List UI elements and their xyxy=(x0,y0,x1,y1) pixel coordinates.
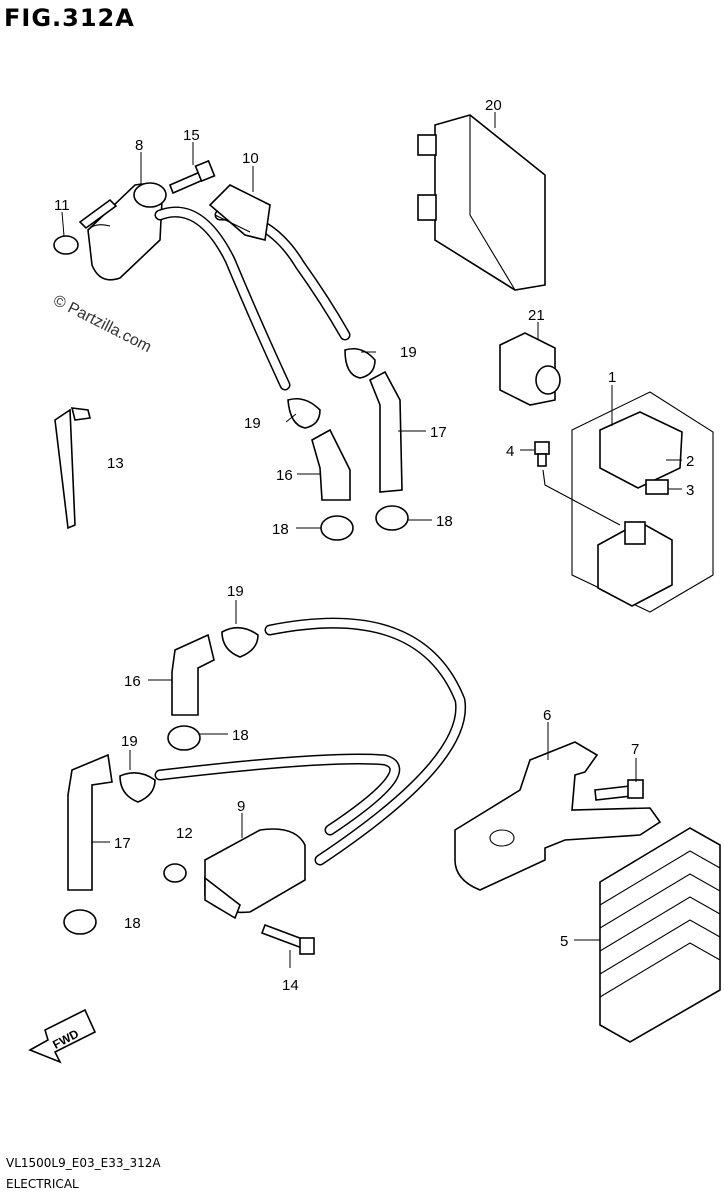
callout-19d: 19 xyxy=(121,733,138,750)
callout-17a: 17 xyxy=(430,424,447,441)
coil-wires-lower xyxy=(154,617,467,866)
callout-4: 4 xyxy=(506,443,514,460)
callout-15: 15 xyxy=(183,127,200,144)
callout-5: 5 xyxy=(560,933,568,950)
cable-tie-13[interactable] xyxy=(54,407,91,530)
plug-cap-17a[interactable] xyxy=(368,370,403,493)
plug-cap-16b[interactable] xyxy=(171,633,215,716)
plug-cap-17b[interactable] xyxy=(67,753,113,891)
regulator-5[interactable] xyxy=(599,827,721,1043)
relay-body[interactable] xyxy=(597,521,673,607)
bolt-7[interactable] xyxy=(594,779,644,801)
callout-8: 8 xyxy=(135,137,143,154)
leader-lines xyxy=(61,112,682,968)
bracket-6[interactable] xyxy=(454,741,662,891)
ring-19b[interactable] xyxy=(344,347,376,379)
seal-18c[interactable] xyxy=(167,725,201,751)
callout-16b: 16 xyxy=(124,673,141,690)
coil-wires-upper xyxy=(154,206,351,391)
screw-4[interactable] xyxy=(534,441,621,526)
footer-section: ELECTRICAL xyxy=(6,1177,79,1191)
ring-19c[interactable] xyxy=(221,626,259,658)
ring-19d[interactable] xyxy=(119,772,156,803)
callout-11: 11 xyxy=(54,197,70,214)
callout-21: 21 xyxy=(528,307,545,324)
callout-18b: 18 xyxy=(436,513,453,530)
callout-18a: 18 xyxy=(272,521,289,538)
ecm-unit-20[interactable] xyxy=(417,114,546,291)
callout-18d: 18 xyxy=(124,915,141,932)
callout-7: 7 xyxy=(631,741,639,758)
seal-18b[interactable] xyxy=(375,505,409,531)
coil-10[interactable] xyxy=(208,184,271,241)
callout-12: 12 xyxy=(176,825,193,842)
cap-12[interactable] xyxy=(163,863,187,883)
ignition-coil-upper[interactable] xyxy=(78,182,167,281)
bolt-14[interactable] xyxy=(260,923,315,955)
callout-9: 9 xyxy=(237,798,245,815)
figure-title: FIG.312A xyxy=(4,4,135,32)
footer-code: VL1500L9_E03_E33_312A xyxy=(6,1156,161,1170)
callout-20: 20 xyxy=(485,97,502,114)
callout-19a: 19 xyxy=(244,415,261,432)
callout-14: 14 xyxy=(282,977,299,994)
callout-labels: 1 2 3 4 5 6 7 8 9 10 11 12 13 14 15 16 1… xyxy=(54,97,694,994)
callout-13: 13 xyxy=(107,455,124,472)
callout-19b: 19 xyxy=(400,344,417,361)
callout-6: 6 xyxy=(543,707,551,724)
connector-21[interactable] xyxy=(499,332,561,406)
callout-1: 1 xyxy=(608,369,616,386)
ignition-coil-9[interactable] xyxy=(204,828,306,920)
callout-10: 10 xyxy=(242,150,259,167)
callout-2: 2 xyxy=(686,453,694,470)
starter-relay-box-1 xyxy=(571,391,714,613)
callout-3: 3 xyxy=(686,482,694,499)
seal-18a[interactable] xyxy=(320,515,354,541)
bolt-15[interactable] xyxy=(168,159,216,195)
callout-16a: 16 xyxy=(276,467,293,484)
relay-cover-2[interactable] xyxy=(599,411,683,489)
fwd-arrow-icon: FWD xyxy=(28,1008,97,1064)
callout-17b: 17 xyxy=(114,835,131,852)
fuse-3[interactable] xyxy=(645,479,669,495)
ring-19a[interactable] xyxy=(287,397,321,429)
seal-18d[interactable] xyxy=(63,909,97,935)
callout-19c: 19 xyxy=(227,583,244,600)
plug-cap-16a[interactable] xyxy=(311,428,351,501)
callout-18c: 18 xyxy=(232,727,249,744)
cap-11[interactable] xyxy=(53,235,79,255)
